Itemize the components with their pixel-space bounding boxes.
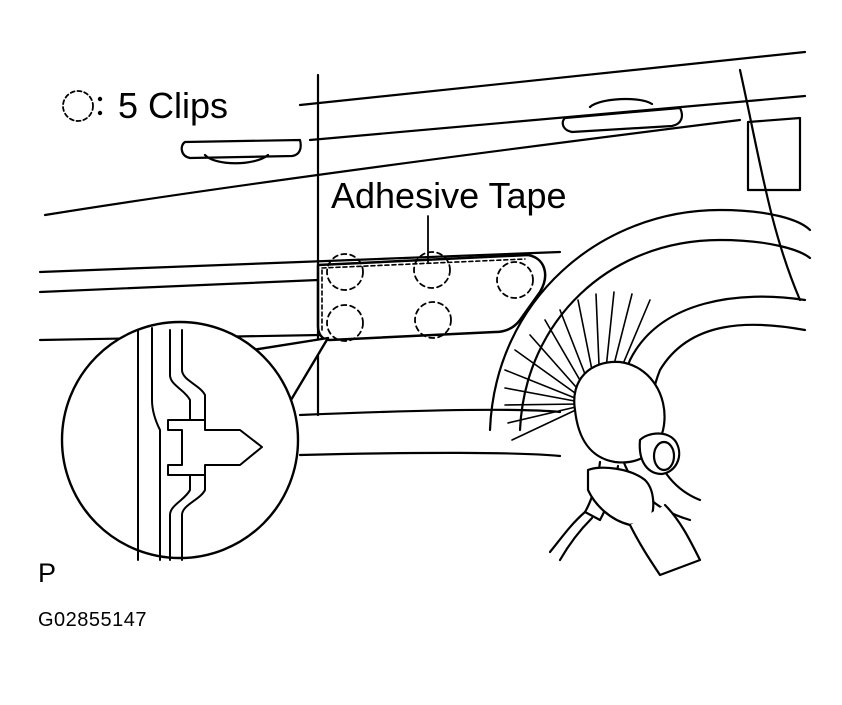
door-handle-rear [561, 97, 683, 134]
wheel-arch-inner [518, 238, 812, 432]
window-belt-line [298, 50, 807, 107]
clip-circle [326, 253, 364, 291]
tire-inner [649, 323, 807, 502]
wheel-arch-outer [488, 208, 812, 432]
magnifier-circle [60, 320, 300, 560]
rocker-line [298, 408, 562, 417]
pillar-edge [738, 68, 802, 302]
shoulder-line-lower [38, 278, 320, 294]
clips-legend-text: 5 Clips [118, 85, 229, 126]
door-handle-front [180, 138, 302, 165]
dashed-circle-icon [62, 90, 94, 122]
heat-gun [548, 360, 702, 577]
detail-magnifier [60, 320, 330, 560]
power-cord-2 [558, 516, 594, 562]
panel-layer-3 [169, 329, 191, 421]
view-letter: P [38, 558, 57, 588]
clip-circle [414, 301, 452, 339]
panel-layer-4 [181, 329, 206, 421]
clip-circle [413, 251, 451, 289]
rear-glass-edge [746, 116, 802, 192]
clip-positions [326, 251, 534, 342]
roof-line [308, 94, 807, 142]
shoulder-line [38, 250, 562, 274]
panel-layer-4b [181, 474, 206, 561]
heat-gun-vent [652, 440, 676, 472]
sleeve [628, 503, 702, 577]
rear-wheel [488, 208, 812, 522]
legend-colon [97, 96, 103, 116]
rocker-line-lower [298, 451, 562, 458]
hand [586, 466, 655, 527]
panel-layer-3b [169, 474, 191, 561]
clip-cross-section [137, 327, 263, 561]
adhesive-tape-strip [321, 258, 526, 269]
emblem-trim [316, 215, 547, 342]
clip-head [167, 419, 263, 476]
window-sill-line [43, 118, 742, 217]
clips-legend-icon-space [58, 88, 106, 124]
panel-layer-2 [151, 327, 161, 561]
emblem-outline [316, 253, 547, 342]
clip-circle [326, 304, 364, 342]
adhesive-tape-label: Adhesive Tape [331, 175, 567, 216]
figure-code: G02855147 [38, 609, 148, 631]
power-cord [548, 510, 587, 554]
clip-circle [496, 261, 534, 299]
clips-legend: 5 Clips [58, 88, 228, 124]
